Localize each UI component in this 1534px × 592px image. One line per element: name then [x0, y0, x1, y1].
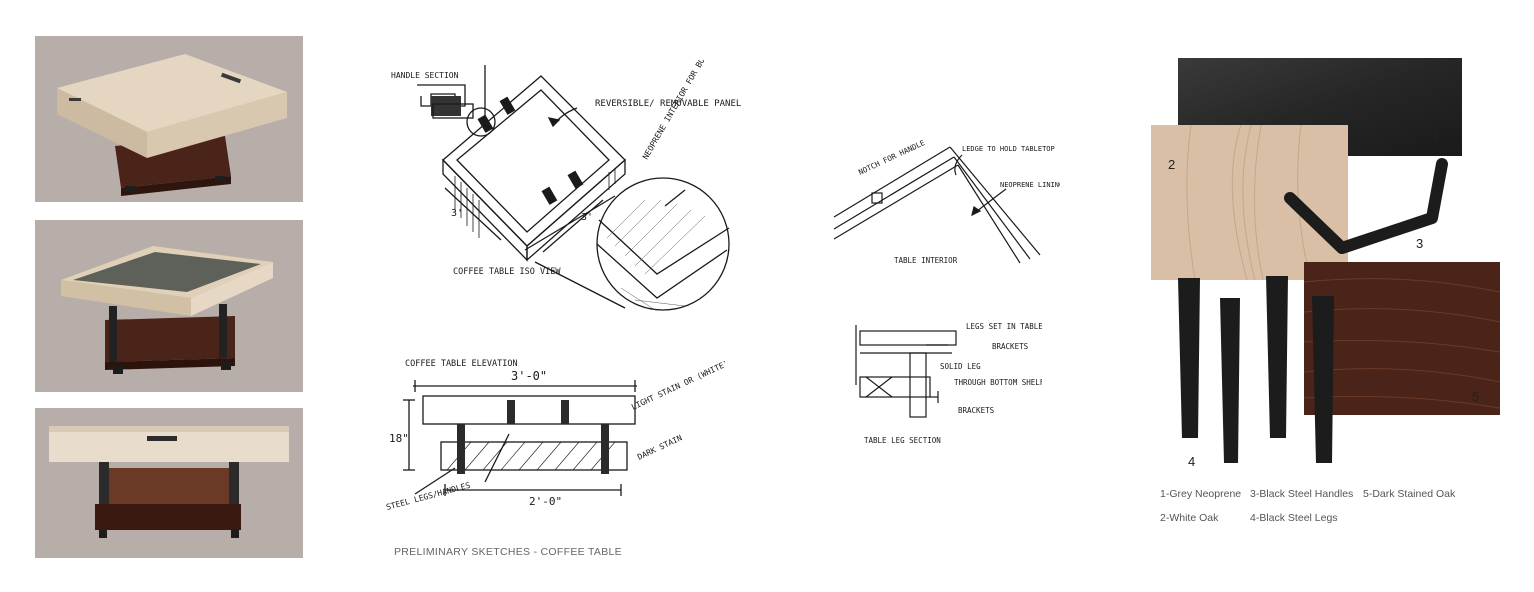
leg-section-sketch: LEGS SET IN TABLETOP BRACKETS SOLID LEG …	[852, 315, 1042, 460]
notch-label: NOTCH FOR HANDLE	[857, 138, 927, 177]
iso-sketch-drawing: HANDLE SECTION REVERSIBLE/ REMOVABLE PAN…	[391, 60, 743, 311]
material-number-3: 3	[1416, 236, 1424, 251]
through-shelf-label: THROUGH BOTTOM SHELF	[954, 378, 1042, 387]
render-lid-open	[35, 220, 303, 392]
elevation-title: COFFEE TABLE ELEVATION	[405, 359, 518, 369]
ledge-label: LEDGE TO HOLD TABLETOP	[962, 145, 1055, 153]
iso-dim-right: 3'	[581, 212, 593, 223]
legend-dark-stained-oak: 5-Dark Stained Oak	[1363, 488, 1456, 500]
swatch-dark-stained-oak	[1304, 262, 1500, 415]
render-lid-closed-image	[35, 36, 303, 202]
reversible-panel-label: REVERSIBLE/ REMOVABLE PANEL	[595, 99, 741, 109]
interior-sketch-drawing: NOTCH FOR HANDLE LEDGE TO HOLD TABLETOP …	[833, 138, 1060, 265]
interior-sketch: NOTCH FOR HANDLE LEDGE TO HOLD TABLETOP …	[830, 135, 1060, 275]
dark-stain-label: DARK STAIN	[636, 433, 684, 462]
steel-handle-image	[1282, 158, 1454, 258]
handle-section-label: HANDLE SECTION	[391, 71, 459, 80]
material-number-2: 2	[1168, 157, 1176, 172]
solid-leg-label: SOLID LEG	[940, 362, 981, 371]
legend-black-steel-legs: 4-Black Steel Legs	[1250, 512, 1338, 524]
material-number-4: 4	[1188, 454, 1196, 469]
material-number-1: 1	[1433, 128, 1441, 143]
render-lid-open-image	[35, 220, 303, 392]
light-stain-label: LIGHT STAIN OR (WHITE) NATURAL	[630, 350, 725, 412]
neoprene-lining-label: NEOPRENE LINING	[1000, 181, 1060, 189]
swatch-white-oak	[1151, 125, 1348, 280]
iso-view-label: COFFEE TABLE ISO VIEW	[453, 267, 561, 277]
sketches-caption: PRELIMINARY SKETCHES - COFFEE TABLE	[394, 546, 622, 558]
leg-section-drawing: LEGS SET IN TABLETOP BRACKETS SOLID LEG …	[855, 322, 1042, 445]
legend-black-steel-handles: 3-Black Steel Handles	[1250, 488, 1354, 500]
material-number-5: 5	[1472, 389, 1480, 404]
elevation-sketch: COFFEE TABLE ELEVATION 3'-0" 18" 2'-0" L…	[385, 350, 725, 525]
legs-set-label: LEGS SET IN TABLETOP	[966, 322, 1042, 331]
elevation-height-dim: 18"	[389, 432, 409, 445]
table-interior-label: TABLE INTERIOR	[894, 256, 958, 265]
legend-grey-neoprene: 1-Grey Neoprene	[1160, 488, 1242, 500]
iso-dim-left: 3'	[451, 208, 463, 219]
render-lid-closed	[35, 36, 303, 202]
elevation-sketch-drawing: COFFEE TABLE ELEVATION 3'-0" 18" 2'-0" L…	[385, 350, 725, 512]
steel-legs-image	[1170, 268, 1350, 468]
iso-sketch: HANDLE SECTION REVERSIBLE/ REMOVABLE PAN…	[385, 60, 755, 330]
render-front-elevation-image	[35, 408, 303, 558]
legend-white-oak: 2-White Oak	[1160, 512, 1219, 524]
brackets-label-1: BRACKETS	[992, 342, 1029, 351]
render-front-elevation	[35, 408, 303, 558]
elevation-top-dim: 3'-0"	[511, 369, 547, 383]
brackets-label-2: BRACKETS	[958, 406, 995, 415]
neoprene-interior-label: NEOPRENE INTERIOR FOR BOARD GAMES, ETC.	[641, 60, 743, 161]
elevation-bottom-dim: 2'-0"	[529, 495, 562, 508]
leg-section-title: TABLE LEG SECTION	[864, 436, 941, 445]
